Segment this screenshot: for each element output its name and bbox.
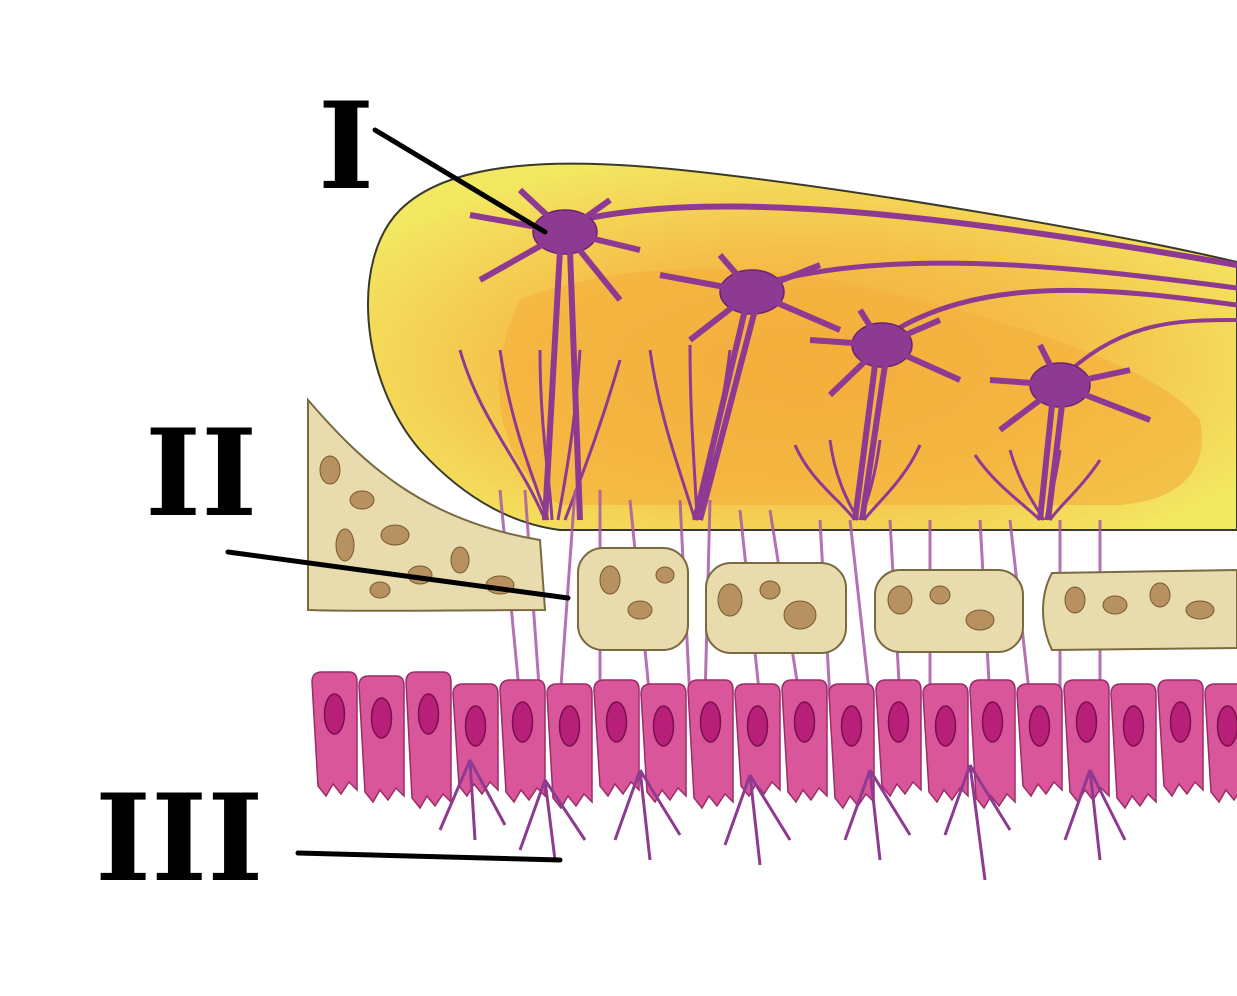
leader-line-3 [295, 850, 563, 863]
cell-nucleus [699, 701, 722, 743]
cell-nucleus [1216, 705, 1237, 747]
receptor-dendrites [438, 759, 1127, 881]
epithelial-cell [969, 679, 1016, 810]
cell-nucleus [1122, 705, 1145, 747]
label-one: I [318, 76, 374, 217]
cell-nucleus [746, 705, 769, 747]
cell-nucleus [981, 701, 1004, 743]
cell-nucleus [1028, 705, 1051, 747]
cell-nucleus [652, 705, 675, 747]
epithelial-cell [358, 675, 405, 804]
cell-nucleus [605, 701, 628, 743]
label-three: III [95, 768, 263, 909]
leader-line-2 [225, 549, 571, 601]
cell-nucleus [1169, 701, 1192, 743]
leader-line-1 [372, 127, 548, 235]
mitral-cell-4 [989, 343, 1152, 521]
cell-nucleus [887, 701, 910, 743]
cell-nucleus [1075, 701, 1098, 743]
cell-nucleus [464, 705, 487, 747]
cell-nucleus [417, 693, 440, 735]
cell-nucleus [934, 705, 957, 747]
leader-lines [225, 127, 571, 863]
cell-nucleus [370, 697, 393, 739]
glomeruli [458, 344, 1102, 522]
mitral-cell-3 [809, 308, 962, 521]
cribriform-plate [307, 397, 1237, 654]
cell-nucleus [840, 705, 863, 747]
cell-nucleus [793, 701, 816, 743]
cell-nucleus [323, 693, 346, 735]
label-two: II [145, 403, 257, 544]
olfactory-epithelium [311, 671, 1237, 810]
epithelial-cell [405, 671, 452, 810]
epithelial-cell [687, 679, 734, 810]
cell-nucleus [511, 701, 534, 743]
cell-nucleus [558, 705, 581, 747]
